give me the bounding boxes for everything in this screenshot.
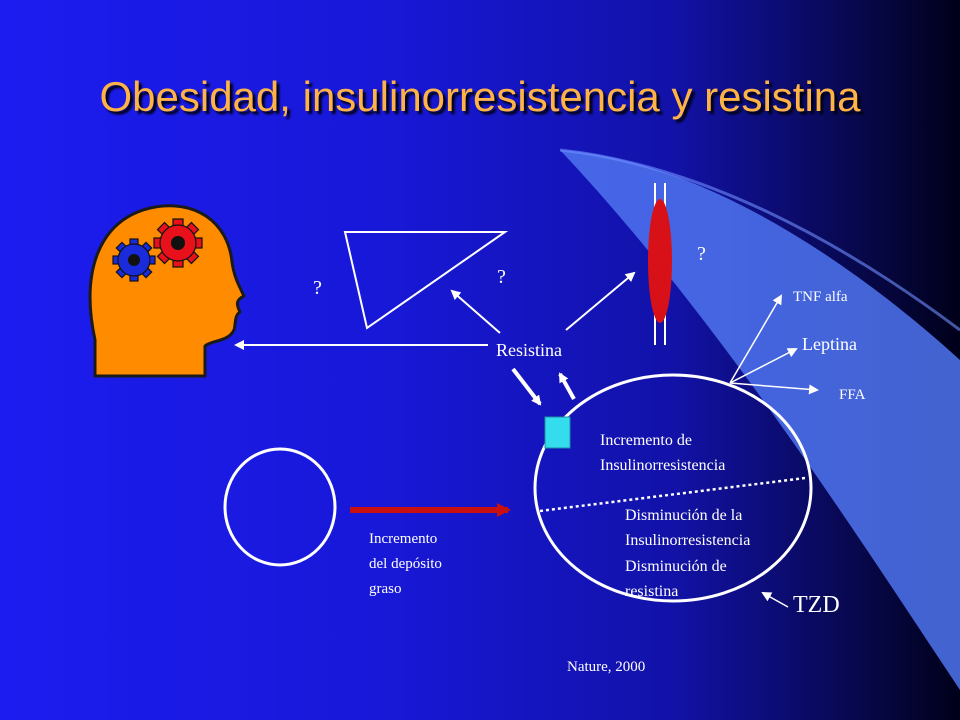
question-vessel: ? [697, 243, 706, 265]
dotted-divider [539, 476, 806, 513]
slide-title: Obesidad, insulinorresistencia y resisti… [99, 73, 861, 120]
citation: Nature, 2000 [567, 659, 646, 675]
arrow-leptina [729, 348, 798, 384]
deposito-line-1: Incremento [369, 531, 438, 547]
resistina-label: Resistina [496, 340, 562, 360]
arrow-to-liver [450, 289, 501, 334]
question-liver: ? [497, 266, 506, 288]
arrow-tnf [729, 294, 783, 384]
blue-gear-icon [112, 238, 156, 282]
background-swoosh [560, 150, 960, 690]
disminucion-line-4: resistina [625, 583, 679, 600]
arrow-tzd [761, 592, 789, 608]
arrow-to-vessel [565, 271, 636, 331]
liver-triangle [343, 231, 509, 330]
arrow-ffa [729, 382, 819, 395]
background-swoosh-edge [559, 148, 960, 332]
large-adipocyte [533, 373, 813, 603]
disminucion-line-1: Disminución de la [625, 507, 743, 524]
arrow-resistina-in [511, 367, 542, 406]
deposito-line-2: del depósito [369, 556, 442, 572]
secretion-marker [544, 416, 571, 449]
disminucion-line-3: Disminución de [625, 558, 727, 575]
blood-vessel-icon [648, 183, 672, 345]
ffa-label: FFA [839, 387, 866, 403]
question-brain: ? [313, 277, 322, 299]
small-adipocyte [223, 447, 337, 567]
incremento-line-1: Incremento de [600, 432, 692, 449]
arrow-resistina-out [558, 372, 576, 400]
leptina-label: Leptina [802, 334, 857, 354]
deposito-line-3: graso [369, 581, 402, 597]
red-gear-icon [153, 218, 203, 268]
tzd-label: TZD [793, 592, 840, 618]
incremento-line-2: Insulinorresistencia [600, 457, 726, 474]
disminucion-line-2: Insulinorresistencia [625, 532, 751, 549]
tnf-label: TNF alfa [793, 289, 848, 305]
